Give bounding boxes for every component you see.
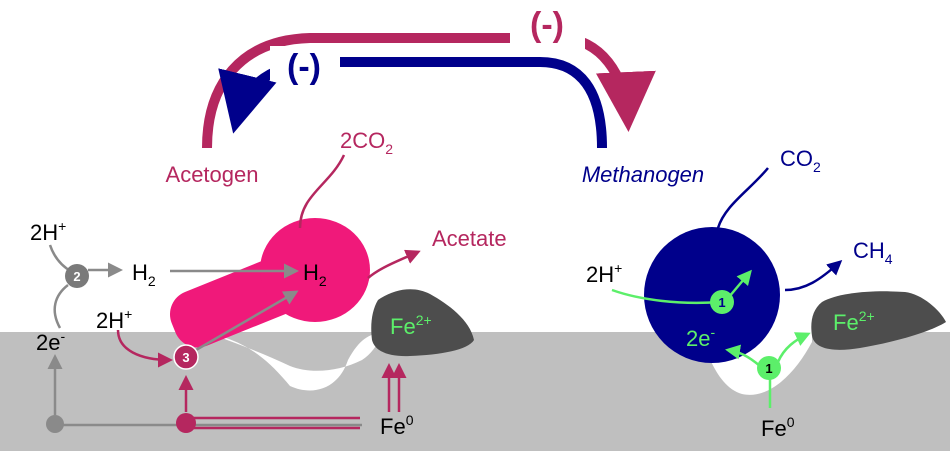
- methanogen-fe0-label: Fe0: [761, 414, 795, 441]
- grey-proton-curve: [53, 284, 69, 329]
- step-1-surface-badge: [757, 356, 781, 380]
- grey-electron-node: [46, 415, 64, 433]
- methanogen-co2-line: [716, 167, 769, 229]
- methanogen-fe2-mineral: [811, 291, 946, 350]
- step-1-cell-label: 1: [718, 295, 725, 310]
- green-to-fe2-arrow: [776, 332, 811, 363]
- inhibition-label-methanogen: (-): [530, 6, 564, 44]
- green-to-cell-arrow: [725, 344, 761, 367]
- step3-to-h2-arrow: [195, 290, 299, 352]
- step-2-badge: [65, 264, 89, 288]
- acetogen-co2-label: 2CO2: [340, 128, 393, 157]
- methanogen-electron-label: 2e-: [686, 324, 715, 351]
- green-proton-path: [611, 288, 721, 305]
- acetogen-h2-left-label: H2: [132, 260, 156, 289]
- ch4-label: CH4: [853, 238, 893, 267]
- inhibition-arc-navy: [218, 57, 607, 149]
- step-1-surface-label: 1: [765, 361, 772, 376]
- acetogen-pit: [205, 332, 384, 391]
- methanogen-label: Methanogen: [582, 162, 704, 187]
- acetogen-fe2-label: Fe2+: [390, 312, 432, 339]
- acetogen-co2-line: [298, 154, 346, 229]
- magenta-proton-curve: [116, 329, 173, 368]
- methanogen-proton-label: 2H+: [586, 260, 622, 287]
- methanogen-co2-label: CO2: [780, 146, 821, 175]
- grey-electron-label: 2e-: [36, 328, 65, 355]
- methanogen-cell: [644, 227, 780, 363]
- acetogen-proton-mid-label: 2H+: [96, 306, 132, 333]
- acetogen-fe0-label: Fe0: [380, 412, 414, 439]
- ch4-arrow: [784, 259, 843, 292]
- step-1-cell-badge: [710, 290, 734, 314]
- step-2-label: 2: [73, 269, 80, 284]
- acetogen-fe2-mineral: [371, 289, 474, 357]
- inhibition-arc-magenta: [202, 33, 656, 149]
- methanogen-fe2-label: Fe2+: [833, 308, 875, 335]
- acetogen-h2-inside-label: H2: [303, 260, 327, 289]
- acetogen-label: Acetogen: [166, 162, 259, 187]
- step-3-label: 3: [182, 350, 189, 365]
- magenta-electron-node: [176, 413, 196, 433]
- inhibition-label-acetogen: (-): [287, 48, 321, 86]
- acetate-arrow: [367, 249, 421, 279]
- acetate-label: Acetate: [432, 226, 507, 251]
- step-3-badge: [173, 344, 199, 370]
- acetogen-proton-top-label: 2H+: [30, 218, 66, 245]
